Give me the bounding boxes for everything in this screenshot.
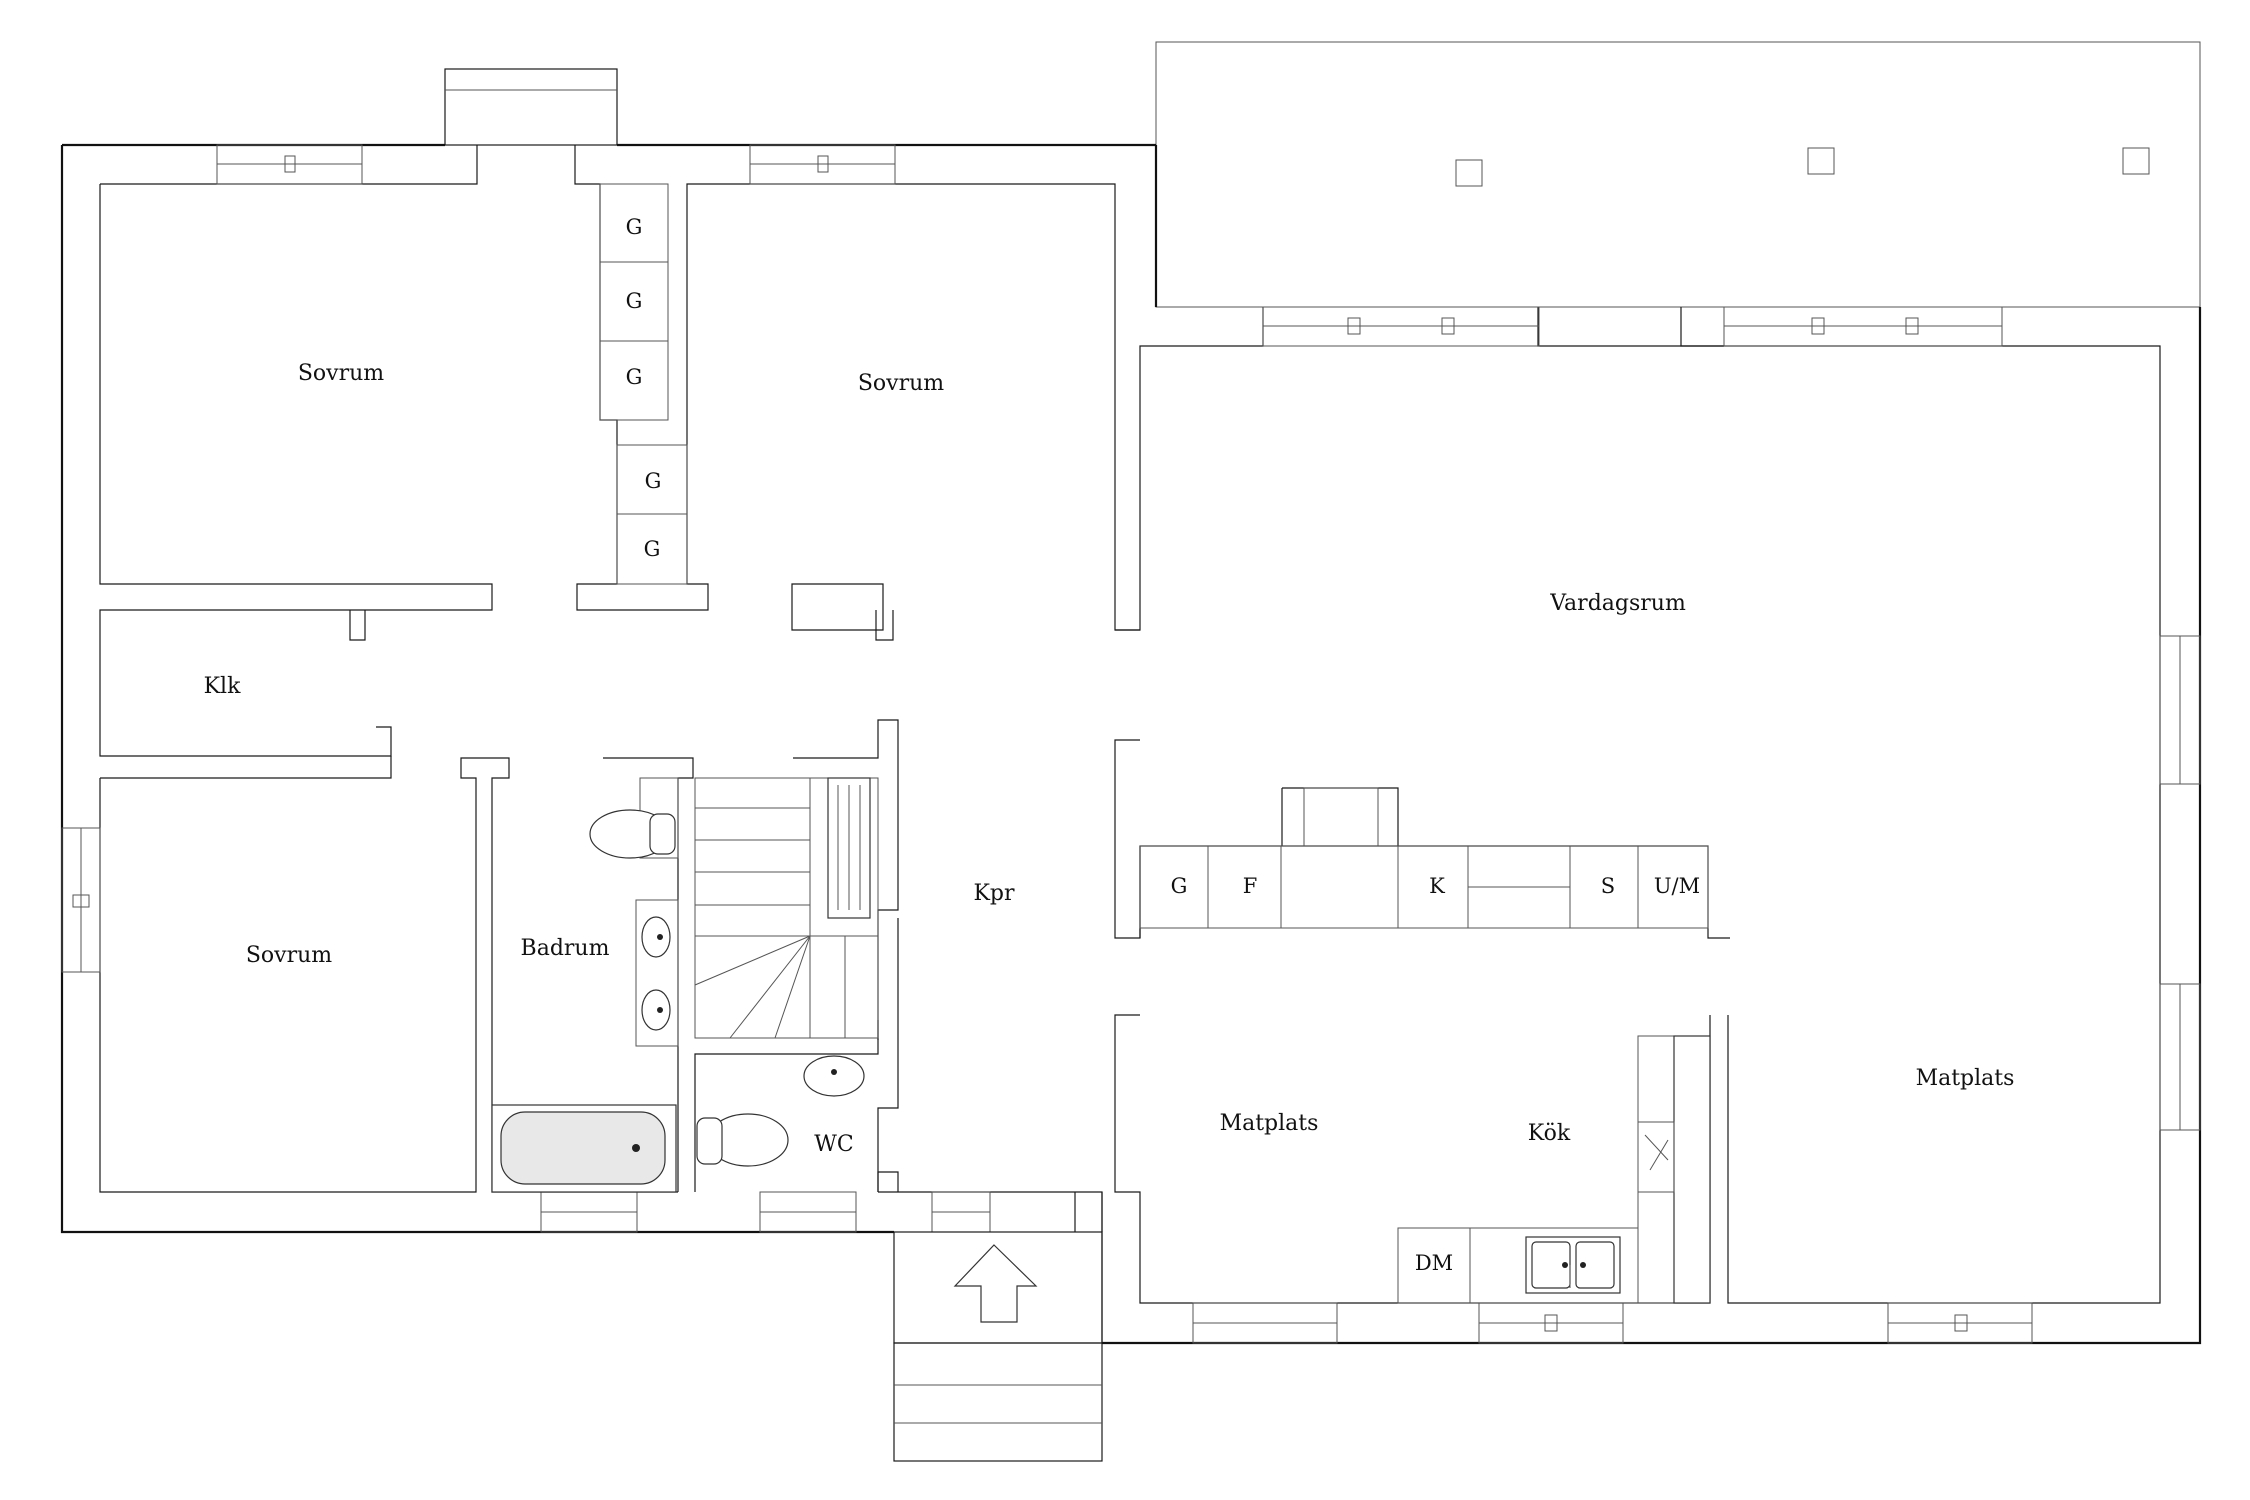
closet-labels: G G G G G — [626, 215, 662, 561]
room-label-matplats-left: Matplats — [1220, 1111, 1319, 1136]
closet-label: G — [626, 215, 643, 239]
room-label-matplats-right: Matplats — [1916, 1066, 2015, 1091]
room-label-sovrum-top-middle: Sovrum — [858, 371, 944, 396]
kitchen-island — [1139, 787, 1709, 929]
kitchen-unit-f-label: F — [1243, 874, 1258, 898]
entrance — [893, 1231, 1103, 1462]
room-label-kok: Kök — [1528, 1121, 1571, 1146]
room-label-sovrum-bottom-left: Sovrum — [246, 943, 332, 968]
room-label-vardagsrum: Vardagsrum — [1549, 591, 1686, 616]
room-labels: Sovrum Sovrum Sovrum Klk Badrum Kpr WC V… — [204, 361, 2015, 1157]
bathroom-fixtures — [491, 777, 679, 1193]
wc-fixtures — [696, 1055, 865, 1167]
room-label-badrum: Badrum — [521, 936, 610, 961]
windows — [61, 144, 2201, 1344]
room-label-kpr: Kpr — [973, 881, 1015, 906]
room-label-sovrum-top-left: Sovrum — [298, 361, 384, 386]
outer-walls — [60, 143, 2202, 1345]
staircase — [694, 777, 879, 1039]
closet-label: G — [645, 469, 662, 493]
room-label-wc: WC — [814, 1132, 853, 1157]
kitchen-unit-s-label: S — [1601, 874, 1615, 898]
closet-label: G — [644, 537, 661, 561]
kitchen-unit-k-label: K — [1429, 874, 1445, 898]
closet-label: G — [626, 365, 643, 389]
terrace — [1155, 41, 2201, 308]
radiator — [827, 777, 871, 919]
kitchen-unit-labels: G F K S U/M DM — [1171, 874, 1701, 1275]
closets — [599, 183, 688, 585]
kitchen-counter — [1397, 1035, 1711, 1304]
chimney — [444, 68, 618, 146]
kitchen-unit-um-label: U/M — [1654, 874, 1700, 898]
kitchen-unit-dm-label: DM — [1415, 1251, 1453, 1275]
closet-label: G — [626, 289, 643, 313]
entrance-arrow-icon — [953, 1244, 1038, 1323]
kitchen-unit-g-label: G — [1171, 874, 1188, 898]
room-label-klk: Klk — [204, 674, 241, 699]
